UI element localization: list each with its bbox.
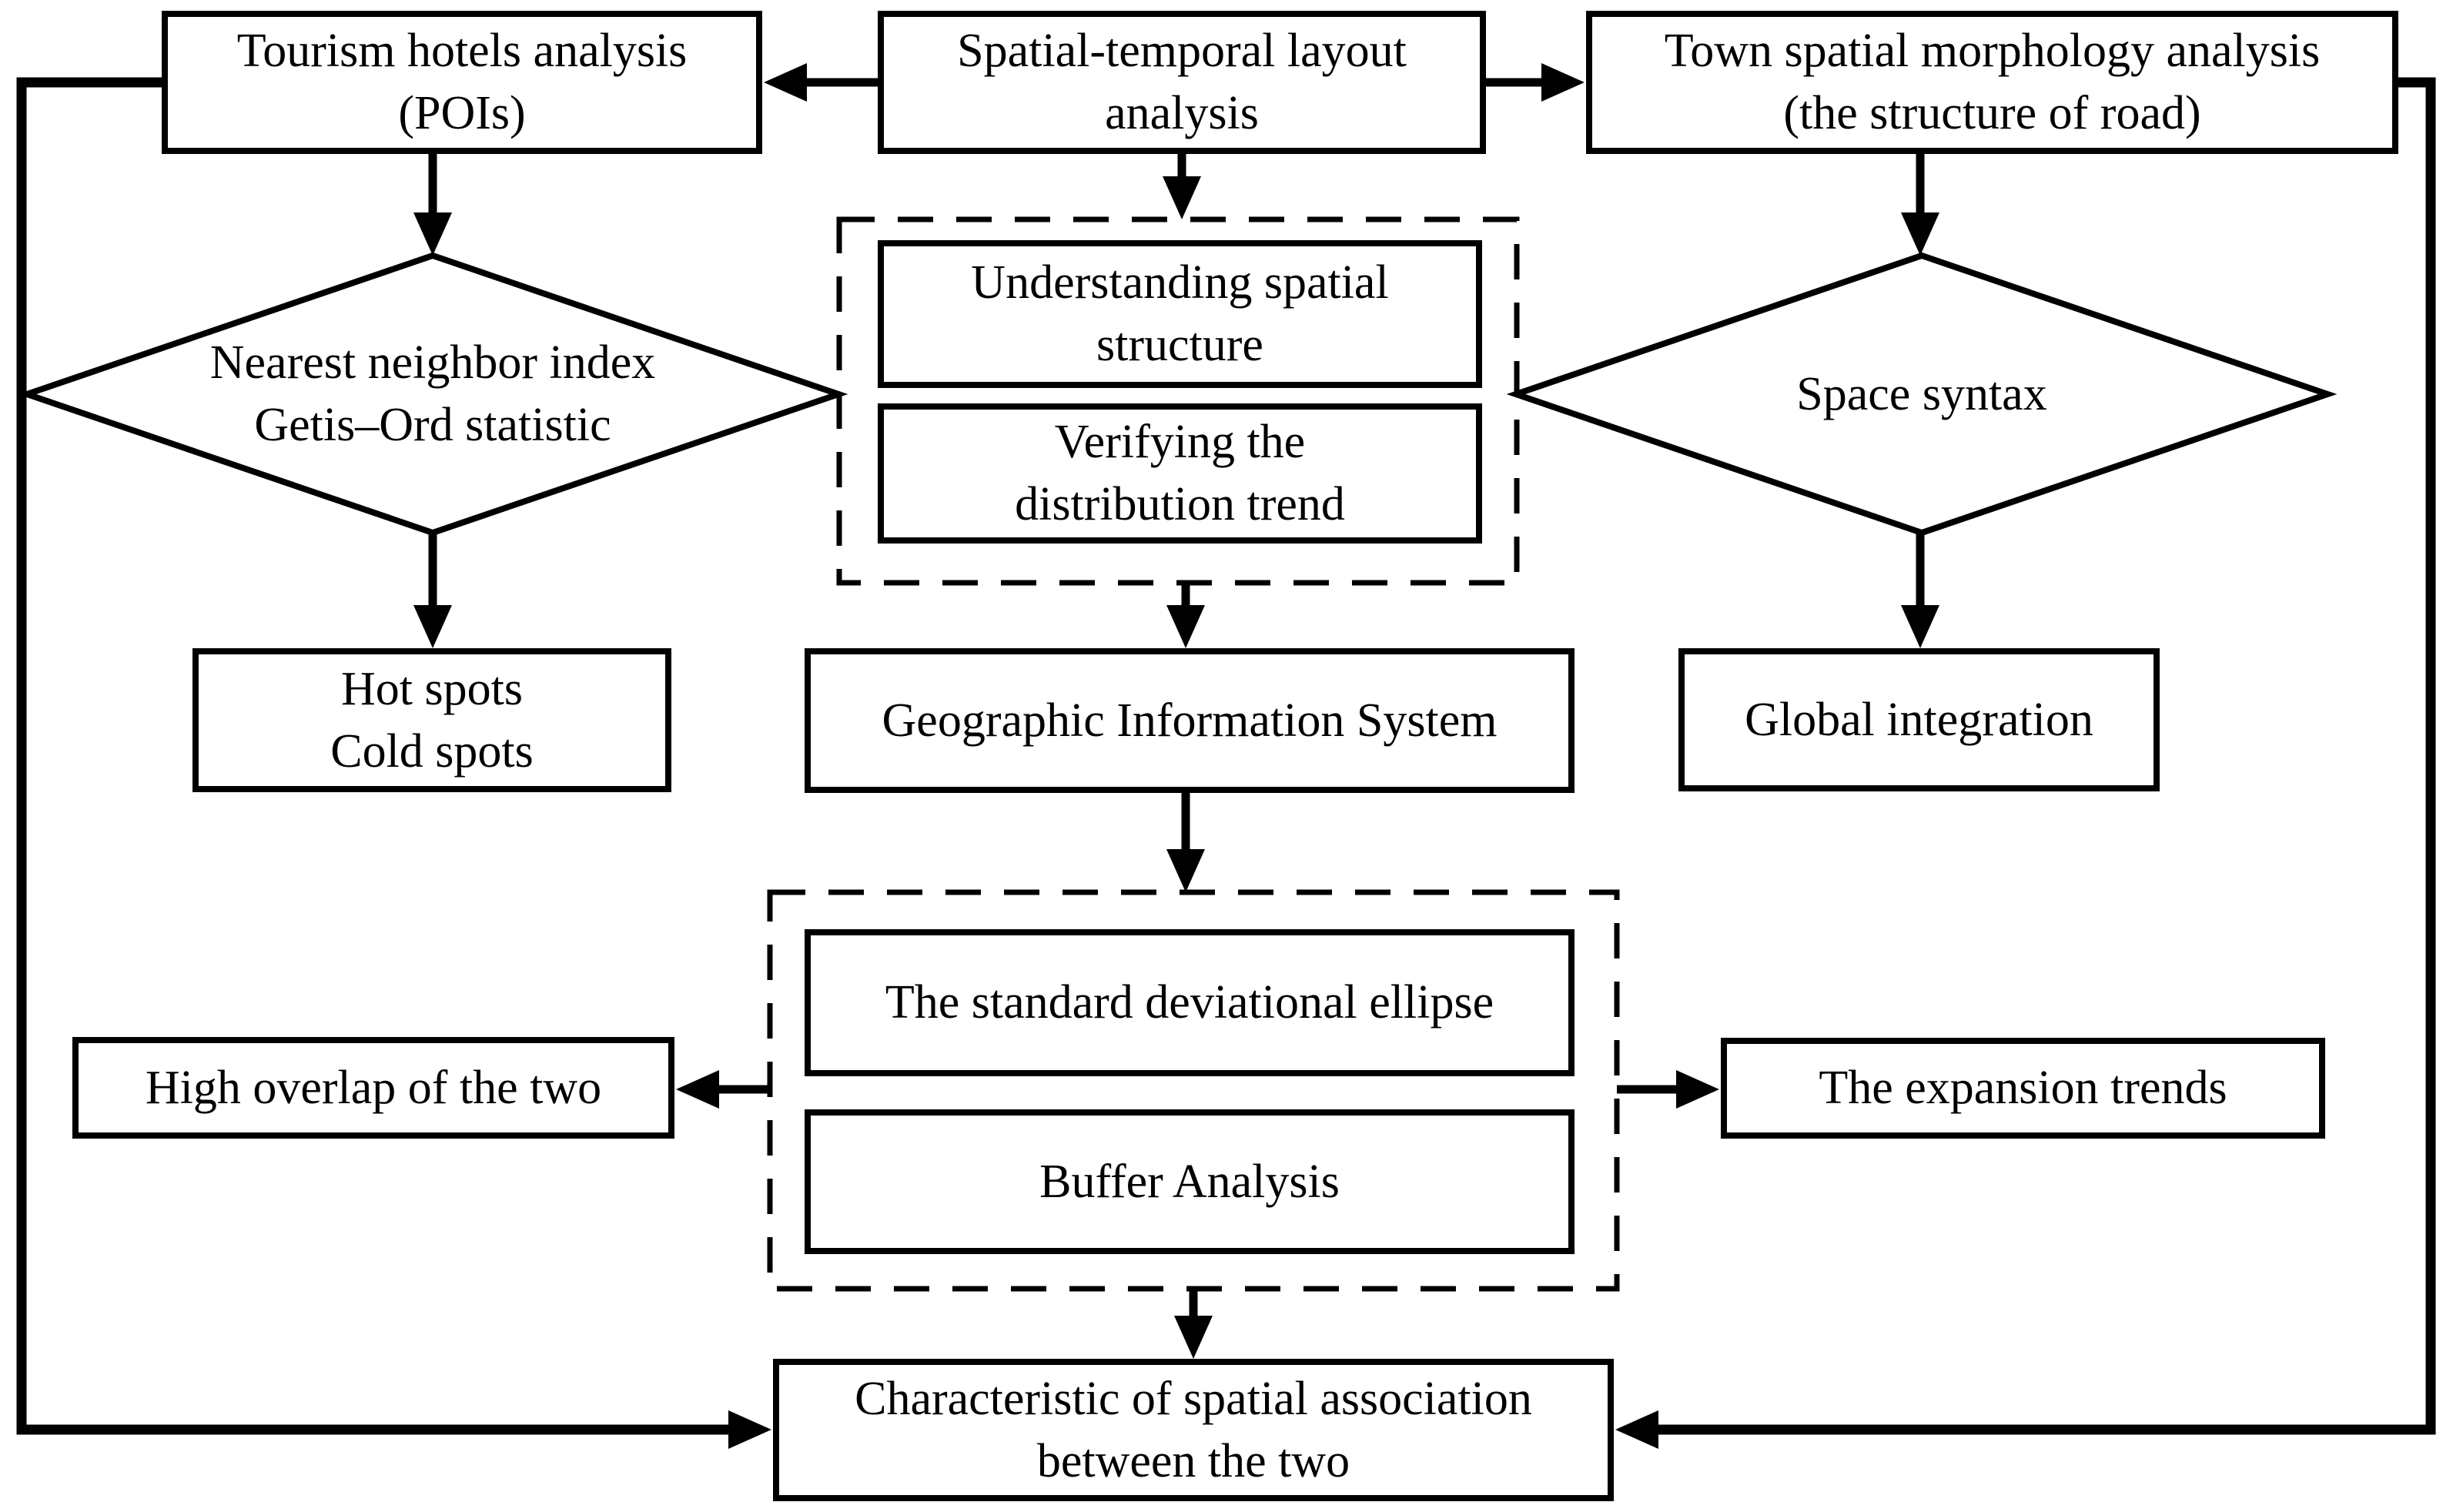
arrowhead-into-syntax-diamond — [1901, 212, 1939, 256]
arrowhead-into-characteristic-right — [1615, 1410, 1658, 1449]
arrowhead-into-expansion — [1676, 1070, 1719, 1109]
edge-town-to-characteristic — [1655, 77, 2436, 1435]
space-syntax-diamond — [1506, 252, 2338, 537]
arrowhead-into-town — [1541, 63, 1585, 102]
node-spatial-temporal-layout-analysis: Spatial-temporal layout analysis — [878, 11, 1486, 154]
arrowhead-into-analysis-group — [1166, 849, 1205, 892]
node-characteristic-spatial-association: Characteristic of spatial association be… — [773, 1359, 1614, 1501]
arrowhead-into-characteristic-top — [1174, 1316, 1213, 1359]
node-expansion-trends: The expansion trends — [1721, 1038, 2325, 1139]
node-buffer-analysis: Buffer Analysis — [805, 1109, 1575, 1254]
arrowhead-into-hotspots — [413, 605, 452, 648]
node-verifying-distribution-trend: Verifying the distribution trend — [878, 403, 1482, 544]
arrowhead-into-gis — [1166, 605, 1205, 648]
node-standard-deviational-ellipse: The standard deviational ellipse — [805, 929, 1575, 1076]
node-town-spatial-morphology-analysis: Town spatial morphology analysis (the st… — [1586, 11, 2398, 154]
arrowhead-into-characteristic-left — [728, 1410, 771, 1449]
node-high-overlap: High overlap of the two — [72, 1037, 674, 1139]
arrowhead-into-nni-diamond — [413, 212, 452, 256]
node-geographic-information-system: Geographic Information System — [805, 648, 1575, 793]
node-tourism-hotels-analysis: Tourism hotels analysis (POIs) — [162, 11, 762, 154]
arrowhead-into-methods-group — [1163, 176, 1201, 219]
node-understanding-spatial-structure: Understanding spatial structure — [878, 240, 1482, 388]
arrowhead-into-tourism — [764, 63, 807, 102]
node-global-integration: Global integration — [1678, 648, 2160, 791]
edge-tourism-to-characteristic — [16, 77, 731, 1435]
arrowhead-into-overlap — [676, 1070, 719, 1109]
node-nearest-neighbor-index-label: Nearest neighbor index Getis–Ord statist… — [209, 336, 656, 451]
methods-group-dashed-box — [836, 216, 1520, 586]
node-space-syntax-label: Space syntax — [1796, 367, 2047, 420]
arrowhead-into-global — [1901, 605, 1939, 648]
node-hot-cold-spots: Hot spots Cold spots — [192, 648, 671, 792]
